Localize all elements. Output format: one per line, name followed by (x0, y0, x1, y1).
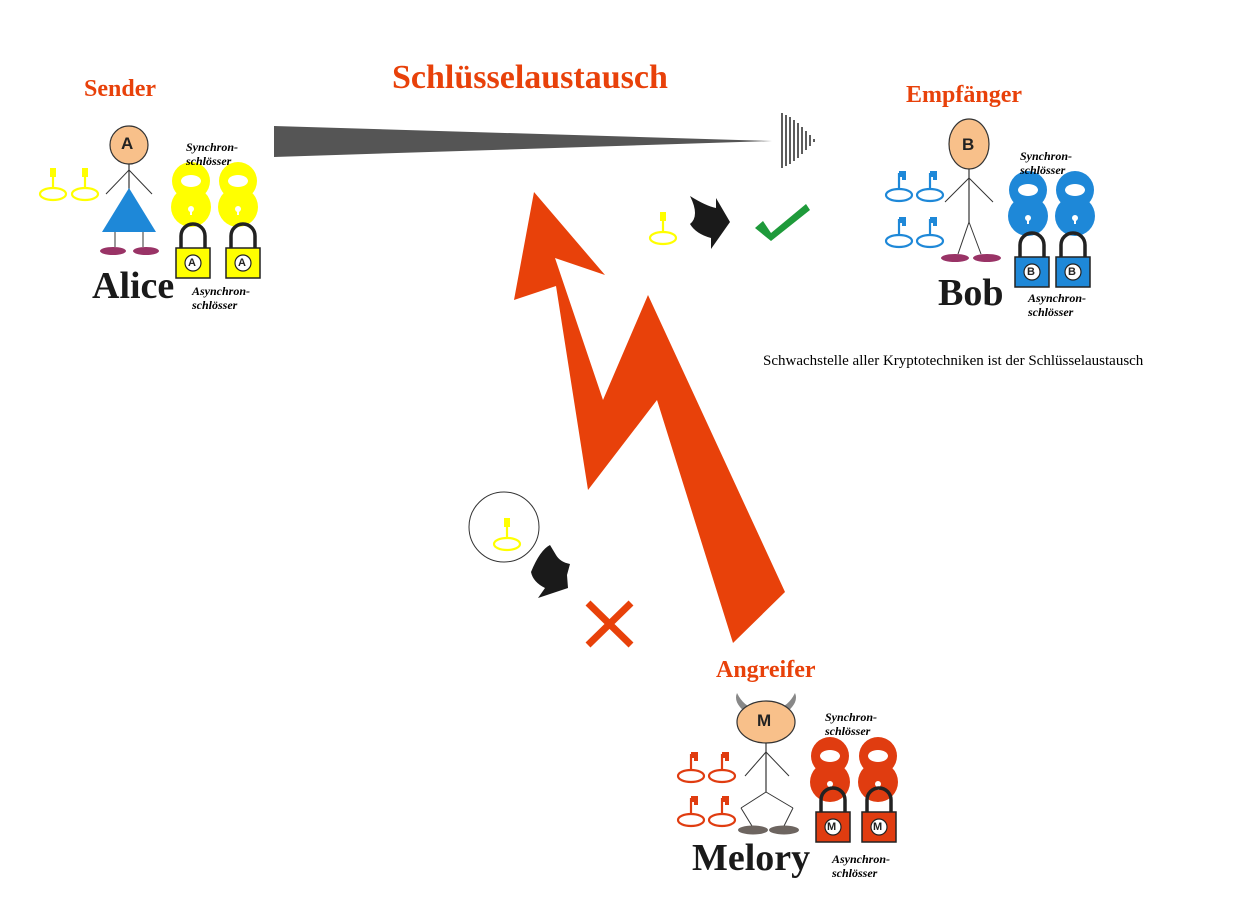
padlock-icon (218, 162, 258, 227)
key-icon (648, 210, 678, 246)
lightning-icon (514, 192, 785, 643)
melory-initial: M (757, 711, 772, 730)
key-icon (70, 166, 100, 202)
melory-async-label: Asynchron-schlösser (832, 852, 891, 880)
padlock-icon (1055, 171, 1095, 236)
cross-icon (585, 600, 634, 648)
arrow-icon (531, 545, 570, 598)
key-icon (707, 794, 737, 828)
padlock-icon (1054, 231, 1092, 289)
check-icon (755, 204, 810, 241)
key-icon (915, 215, 945, 249)
alice-figure (100, 125, 159, 255)
interception-fail (468, 491, 634, 648)
melory-lock-letter: M (827, 821, 837, 833)
key-icon (884, 215, 914, 249)
alice-async-label: Asynchron-schlösser (192, 284, 251, 312)
bob-async-locks (1013, 231, 1092, 289)
arrow-icon (690, 196, 730, 249)
bob-keys (884, 169, 945, 249)
melory-name: Melory (692, 837, 811, 879)
bob-sync-label: Synchron-schlösser (1020, 149, 1073, 177)
melory-lock-letter: M (873, 821, 883, 833)
bob-lock-letter: B (1027, 266, 1035, 278)
melory-sync-label: Synchron-schlösser (825, 710, 878, 738)
padlock-icon (171, 162, 211, 227)
key-icon (38, 166, 68, 202)
melory-keys (676, 750, 737, 828)
key-icon (915, 169, 945, 203)
padlock-icon (858, 737, 898, 802)
sender-role-label: Sender (84, 76, 156, 102)
alice-lock-letter: A (238, 257, 246, 269)
alice-sync-label: Synchron-schlösser (186, 140, 239, 168)
alice-initial: A (121, 134, 134, 153)
key-icon (707, 750, 737, 784)
bob-sync-locks (1008, 171, 1095, 236)
melory-figure (736, 693, 799, 835)
bob-initial: B (962, 135, 975, 154)
bob-lock-letter: B (1068, 266, 1076, 278)
alice-sync-locks (171, 162, 258, 227)
delivery-success (648, 196, 810, 249)
attacker-role-label: Angreifer (716, 657, 816, 683)
key-icon (676, 794, 706, 828)
alice-name: Alice (92, 265, 175, 307)
bob-figure (941, 118, 1001, 262)
alice-keys (38, 166, 100, 202)
key-icon (884, 169, 914, 203)
padlock-icon (174, 222, 212, 280)
key-icon (676, 750, 706, 784)
receiver-role-label: Empfänger (906, 82, 1022, 108)
alice-lock-letter: A (188, 257, 196, 269)
bob-name: Bob (938, 272, 1004, 314)
exchange-arrow (274, 113, 815, 168)
bob-async-label: Asynchron-schlösser (1028, 291, 1087, 319)
weakness-note: Schwachstelle aller Kryptotechniken ist … (763, 353, 1144, 369)
padlock-icon (1008, 171, 1048, 236)
padlock-icon (1013, 231, 1051, 289)
diagram-title: Schlüsselaustausch (392, 59, 668, 96)
padlock-icon (224, 222, 262, 280)
alice-async-locks (174, 222, 262, 280)
